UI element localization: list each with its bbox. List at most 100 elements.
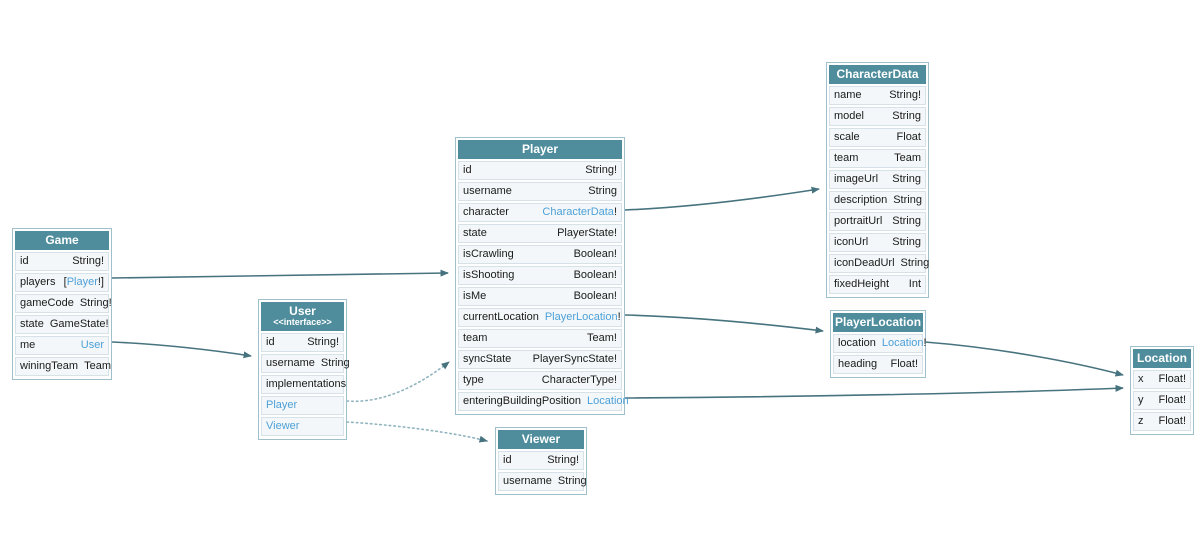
node-title-game[interactable]: Game — [15, 231, 109, 251]
field-type: PlayerSyncState! — [533, 353, 617, 366]
field-type[interactable]: [Player!] — [64, 276, 104, 289]
field-row-scale[interactable]: scale Float — [829, 128, 926, 148]
type-link-Location[interactable]: Location — [881, 337, 924, 350]
field-row-players[interactable]: players[Player!] — [15, 273, 109, 293]
field-type[interactable]: CharacterData! — [542, 206, 617, 219]
node-title-viewer[interactable]: Viewer — [498, 430, 584, 450]
edge-Game.players-to-Player[interactable] — [111, 269, 449, 279]
type-text: String — [320, 357, 350, 370]
edge-Player.currentLocation-to-PlayerLocation[interactable] — [624, 314, 824, 334]
type-text: String — [892, 236, 921, 249]
edge-Player.character-to-CharacterData[interactable] — [624, 186, 820, 211]
edge-Game.me-to-User[interactable] — [111, 341, 252, 359]
type-link-User[interactable]: User — [80, 339, 104, 352]
field-name: location — [838, 337, 876, 350]
edge-User.Player-to-Player[interactable] — [346, 361, 450, 403]
field-type: Team — [894, 152, 921, 165]
field-type[interactable]: Location — [587, 395, 629, 408]
type-text: Boolean! — [573, 290, 617, 303]
node-title-character-data[interactable]: CharacterData — [829, 65, 926, 85]
field-name: id — [463, 164, 472, 177]
implementation-link-label[interactable]: Viewer — [266, 420, 300, 433]
type-link-CharacterData[interactable]: CharacterData — [542, 206, 614, 219]
field-type: Boolean! — [574, 290, 617, 303]
field-type: String — [321, 357, 350, 370]
type-link-PlayerLocation[interactable]: PlayerLocation — [544, 311, 618, 324]
edge-Player.enteringBuildingPosition-to-Location[interactable] — [624, 384, 1124, 399]
field-row-currentLocation[interactable]: currentLocation PlayerLocation! — [458, 308, 622, 328]
field-type: String! — [307, 336, 339, 349]
field-type[interactable]: Location! — [882, 337, 927, 350]
node-title-player-location[interactable]: PlayerLocation — [833, 313, 923, 333]
type-link-Location[interactable]: Location — [587, 395, 629, 408]
field-type[interactable]: User — [81, 339, 104, 352]
field-type: Float — [897, 131, 921, 144]
field-name: winingTeam — [20, 360, 79, 373]
field-row-location[interactable]: location Location! — [833, 334, 927, 354]
implementation-link-label[interactable]: Player — [266, 399, 298, 412]
field-name: iconDeadUrl — [834, 257, 895, 270]
field-name: scale — [834, 131, 860, 144]
field-name: x — [1138, 373, 1144, 386]
implementation-link-Viewer[interactable]: Viewer — [261, 417, 344, 437]
type-link-Player[interactable]: Player — [66, 276, 98, 289]
type-text: Float — [896, 131, 921, 144]
field-type: String! — [547, 454, 579, 467]
node-title-player[interactable]: Player — [458, 140, 622, 160]
field-type[interactable]: PlayerLocation! — [545, 311, 621, 324]
type-suffix: ! — [923, 337, 927, 350]
edge-PlayerLocation.location-to-Location[interactable] — [924, 341, 1124, 377]
field-name: currentLocation — [463, 311, 539, 324]
type-text: Float! — [1158, 415, 1186, 428]
field-type: String — [892, 236, 921, 249]
field-name: heading — [838, 358, 878, 371]
field-type: String — [893, 194, 922, 207]
edge-User.Viewer-to-Viewer[interactable] — [346, 421, 488, 443]
implementation-link-Player[interactable]: Player — [261, 396, 344, 416]
field-name: gameCode — [20, 297, 74, 310]
type-text: String! — [72, 255, 104, 268]
node-title-location[interactable]: Location — [1133, 349, 1191, 369]
node-title-user[interactable]: User<<interface>> — [261, 302, 344, 332]
